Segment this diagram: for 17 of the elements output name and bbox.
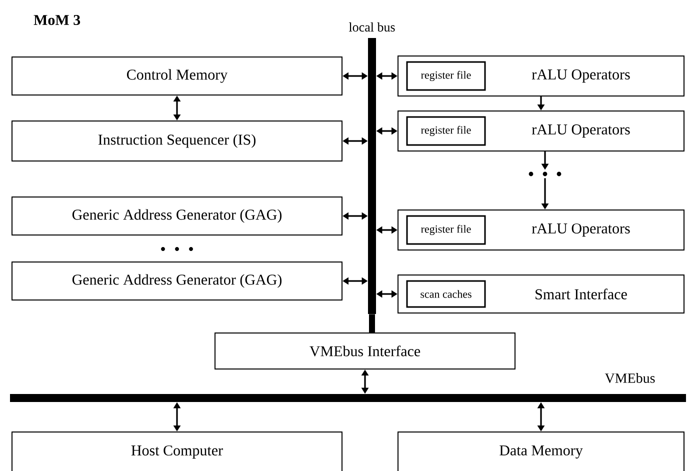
sub-box: register file <box>406 61 486 91</box>
title: MoM 3 <box>34 14 80 26</box>
node-label: local bus <box>348 22 395 32</box>
process-box: Instruction Sequencer (IS) <box>12 120 342 162</box>
process-box: Data Memory <box>398 432 684 471</box>
process-box: Generic Address Generator (GAG) <box>12 262 342 300</box>
process-box: Generic Address Generator (GAG) <box>12 196 342 236</box>
bus-bar: VMEbus <box>10 373 686 402</box>
process-box: Host Computer <box>12 432 342 471</box>
process-box: VMEbus Interface <box>214 332 516 370</box>
sub-box: scan caches <box>406 280 486 308</box>
ellipsis-dots <box>528 172 562 176</box>
process-box: Control Memory <box>12 56 342 96</box>
sub-box: register file <box>406 215 486 245</box>
bus-bar: local bus <box>348 22 395 314</box>
sub-box: register file <box>406 116 486 146</box>
node-label: VMEbus <box>604 373 655 383</box>
